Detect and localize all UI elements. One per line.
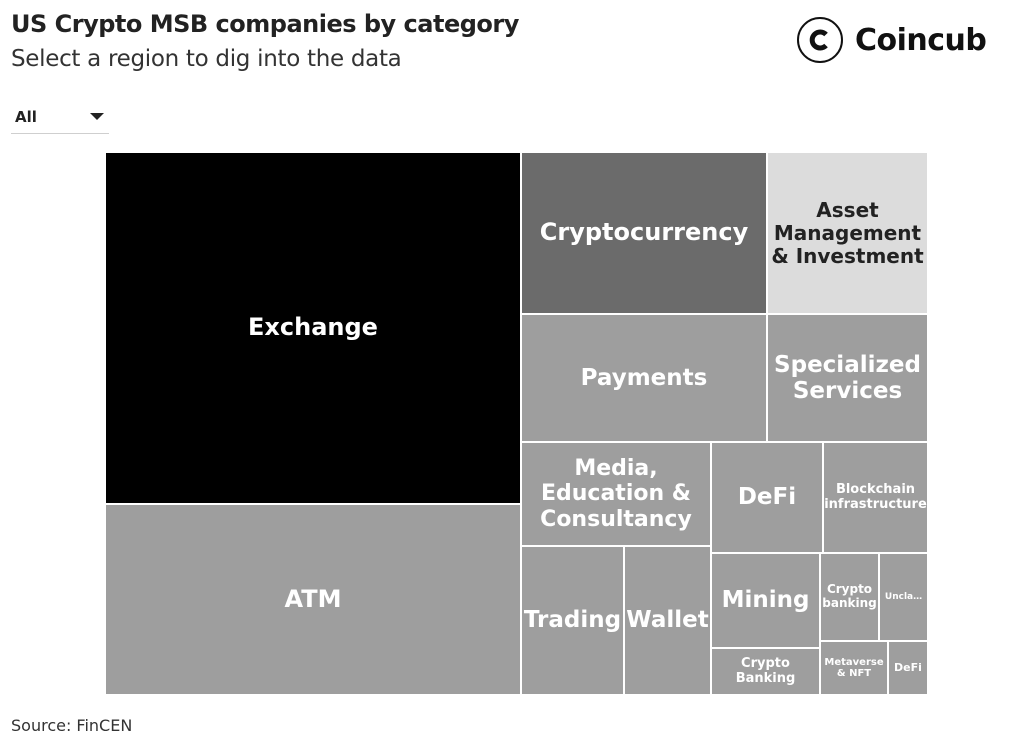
coincub-c-icon	[797, 17, 843, 63]
category-filter-dropdown[interactable]: All	[11, 102, 109, 134]
treemap-tile-defi-2[interactable]	[887, 640, 929, 696]
treemap-label-unclassified[interactable]: Uncla…	[884, 591, 923, 602]
treemap-label-payments[interactable]: Payments	[580, 364, 708, 391]
source-note: Source: FinCEN	[11, 716, 133, 735]
treemap-label-crypto-banking-2[interactable]: Crypto banking	[822, 582, 877, 610]
caret-down-icon	[90, 113, 104, 120]
coincub-logo: Coincub	[797, 16, 987, 64]
treemap-label-mining[interactable]: Mining	[721, 587, 810, 614]
treemap-label-asset-management-investment[interactable]: Asset Management & Investment	[771, 197, 924, 268]
treemap-label-crypto-banking[interactable]: Crypto Banking	[735, 655, 796, 686]
treemap-label-wallet[interactable]: Wallet	[626, 607, 709, 634]
treemap-tile-specialized-services[interactable]	[766, 313, 929, 443]
treemap-label-exchange[interactable]: Exchange	[248, 313, 378, 342]
treemap-tile-exchange[interactable]	[104, 151, 522, 505]
treemap-tile-asset-management-investment[interactable]	[766, 151, 929, 315]
treemap-tile-mining[interactable]	[710, 552, 821, 649]
logo-text: Coincub	[855, 22, 987, 58]
chart-title: US Crypto MSB companies by category	[11, 10, 519, 38]
treemap-label-media-education-consultancy[interactable]: Media, Education & Consultancy	[540, 456, 692, 532]
treemap-label-metaverse-nft[interactable]: Metaverse & NFT	[824, 656, 884, 680]
treemap-tile-cryptocurrency[interactable]	[520, 151, 768, 315]
treemap-tile-crypto-banking-2[interactable]	[819, 552, 880, 642]
treemap-tile-payments[interactable]	[520, 313, 768, 443]
treemap-label-trading[interactable]: Trading	[523, 607, 622, 634]
chart-subtitle: Select a region to dig into the data	[11, 46, 402, 72]
filter-selected-value: All	[15, 108, 37, 126]
treemap-tile-defi[interactable]	[710, 441, 824, 554]
treemap-label-cryptocurrency[interactable]: Cryptocurrency	[539, 218, 749, 247]
treemap-label-blockchain-infrastructure[interactable]: Blockchain infrastructure	[824, 481, 927, 512]
treemap-label-specialized-services[interactable]: Specialized Services	[774, 351, 921, 404]
treemap-tile-metaverse-nft[interactable]	[819, 640, 889, 696]
treemap-label-defi-2[interactable]: DeFi	[894, 660, 922, 674]
treemap-label-defi[interactable]: DeFi	[737, 484, 797, 511]
treemap-tile-trading[interactable]	[520, 545, 625, 696]
treemap-tile-atm[interactable]	[104, 503, 522, 696]
treemap-tile-crypto-banking[interactable]	[710, 647, 821, 696]
treemap-label-atm[interactable]: ATM	[284, 584, 342, 613]
